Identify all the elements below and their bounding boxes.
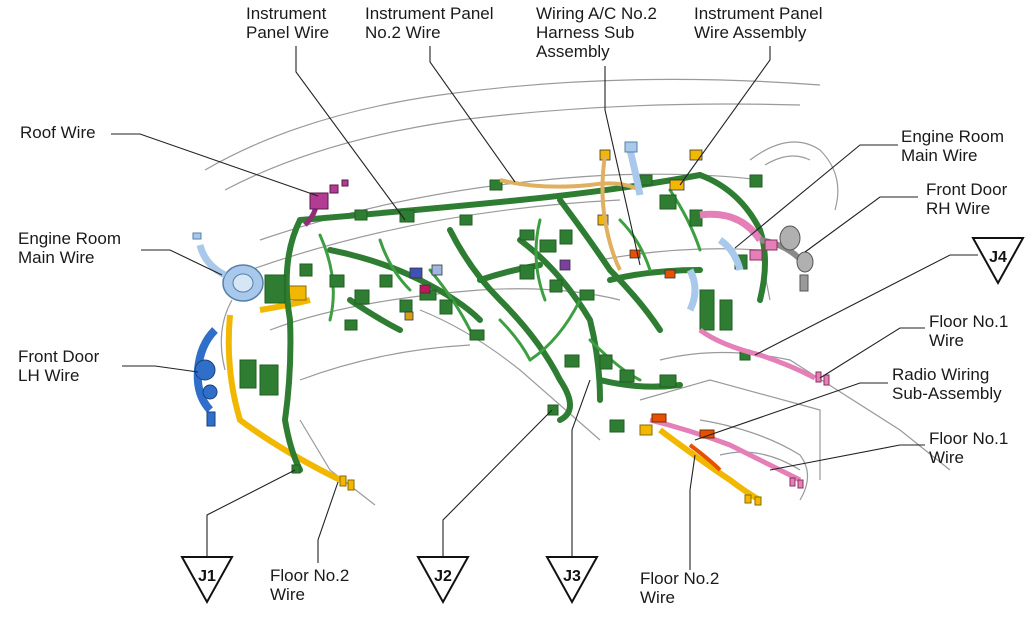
leader-floor-no1-wire-upper xyxy=(819,327,925,379)
label-line: Instrument xyxy=(246,4,327,23)
label-line: Floor No.2 xyxy=(640,569,720,588)
leader-floor-no2-wire-left xyxy=(317,481,339,563)
label-line: LH Wire xyxy=(18,366,80,385)
label-floor-no1-wire-lower: Floor No.1 Wire xyxy=(929,429,1008,467)
label-wiring-ac-no2-harness: Wiring A/C No.2 Harness Sub Assembly xyxy=(536,4,657,61)
label-line: Wiring A/C No.2 xyxy=(536,4,657,23)
floor-no2-wire-left-harness xyxy=(225,297,342,483)
label-line: Instrument Panel xyxy=(365,4,494,23)
label-instrument-panel-no2-wire: Instrument Panel No.2 Wire xyxy=(365,4,494,42)
label-line: Main Wire xyxy=(901,146,978,165)
label-line: Wire Assembly xyxy=(694,23,807,42)
leader-front-door-rh-wire xyxy=(804,196,918,253)
label-line: No.2 Wire xyxy=(365,23,441,42)
leader-j3 xyxy=(571,379,591,557)
label-floor-no1-wire-upper: Floor No.1 Wire xyxy=(929,312,1008,350)
leader-j2 xyxy=(442,409,553,557)
label-line: RH Wire xyxy=(926,199,991,218)
label-line: Floor No.2 xyxy=(270,566,350,585)
engine-room-main-wire-right-harness xyxy=(626,149,744,312)
label-line: Wire xyxy=(929,448,964,467)
svg-text:J4: J4 xyxy=(989,249,1007,266)
front-door-lh-wire-harness xyxy=(193,327,218,427)
label-floor-no2-wire-right: Floor No.2 Wire xyxy=(640,569,719,607)
junction-j1: J1 xyxy=(180,556,234,605)
label-line: Harness Sub xyxy=(536,23,635,42)
label-line: Main Wire xyxy=(18,248,95,267)
junction-j2: J2 xyxy=(416,556,470,605)
label-front-door-rh-wire: Front Door RH Wire xyxy=(926,180,1007,218)
leader-j1 xyxy=(206,469,296,557)
label-instrument-panel-wire: Instrument Panel Wire xyxy=(246,4,329,42)
label-line: Wire xyxy=(640,588,675,607)
radio-wiring-and-console-harness xyxy=(639,413,804,506)
instrument-panel-no2-wire-harness xyxy=(499,154,641,271)
label-engine-room-main-wire-left: Engine Room Main Wire xyxy=(18,229,121,267)
svg-text:J3: J3 xyxy=(563,568,581,585)
label-roof-wire: Roof Wire xyxy=(20,123,96,142)
label-line: Panel Wire xyxy=(246,23,330,42)
svg-text:J1: J1 xyxy=(198,568,216,585)
leader-floor-no1-wire-lower xyxy=(769,444,925,471)
leader-lines xyxy=(111,46,978,570)
roof-wire-harness xyxy=(303,179,349,227)
label-line: Front Door xyxy=(926,180,1008,199)
leader-wiring-ac-no2 xyxy=(604,66,641,266)
label-floor-no2-wire-left: Floor No.2 Wire xyxy=(270,566,349,604)
label-line: Wire xyxy=(270,585,305,604)
label-line: Engine Room xyxy=(18,229,122,248)
label-line: Front Door xyxy=(18,347,100,366)
leader-engine-room-main-wire-right xyxy=(734,144,898,249)
label-front-door-lh-wire: Front Door LH Wire xyxy=(18,347,99,385)
main-harness-connectors xyxy=(239,174,763,474)
label-line: Wire xyxy=(929,331,964,350)
svg-text:J2: J2 xyxy=(434,568,452,585)
label-line: Floor No.1 xyxy=(929,312,1009,331)
label-line: Sub-Assembly xyxy=(892,384,1002,403)
leader-engine-room-main-wire-left xyxy=(141,249,223,276)
front-door-rh-wire-harness xyxy=(699,210,814,292)
label-radio-wiring-sub-assembly: Radio Wiring Sub-Assembly xyxy=(892,365,1002,403)
leader-roof-wire xyxy=(111,133,319,197)
label-line: Assembly xyxy=(536,42,610,61)
junction-j4: J4 xyxy=(971,237,1025,286)
leader-instrument-panel-wire-assembly xyxy=(679,46,771,186)
leader-radio-wiring xyxy=(694,382,888,441)
label-line: Instrument Panel xyxy=(694,4,823,23)
label-engine-room-main-wire-right: Engine Room Main Wire xyxy=(901,127,1004,165)
label-line: Roof Wire xyxy=(20,123,96,142)
leader-floor-no2-wire-right xyxy=(689,454,696,570)
instrument-panel-main-harness xyxy=(281,172,768,473)
leader-j4 xyxy=(754,254,978,356)
floor-no1-wire-upper-harness xyxy=(698,327,830,386)
leader-instrument-panel-no2-wire xyxy=(429,46,516,183)
junction-j3: J3 xyxy=(545,556,599,605)
leader-front-door-lh-wire xyxy=(122,365,199,373)
dashboard-outline xyxy=(204,78,951,506)
label-line: Radio Wiring xyxy=(892,365,990,384)
engine-room-main-wire-left-harness xyxy=(192,232,264,302)
label-instrument-panel-wire-assembly: Instrument Panel Wire Assembly xyxy=(694,4,823,42)
label-line: Engine Room xyxy=(901,127,1005,146)
leader-instrument-panel-wire xyxy=(295,46,406,221)
label-line: Floor No.1 xyxy=(929,429,1009,448)
